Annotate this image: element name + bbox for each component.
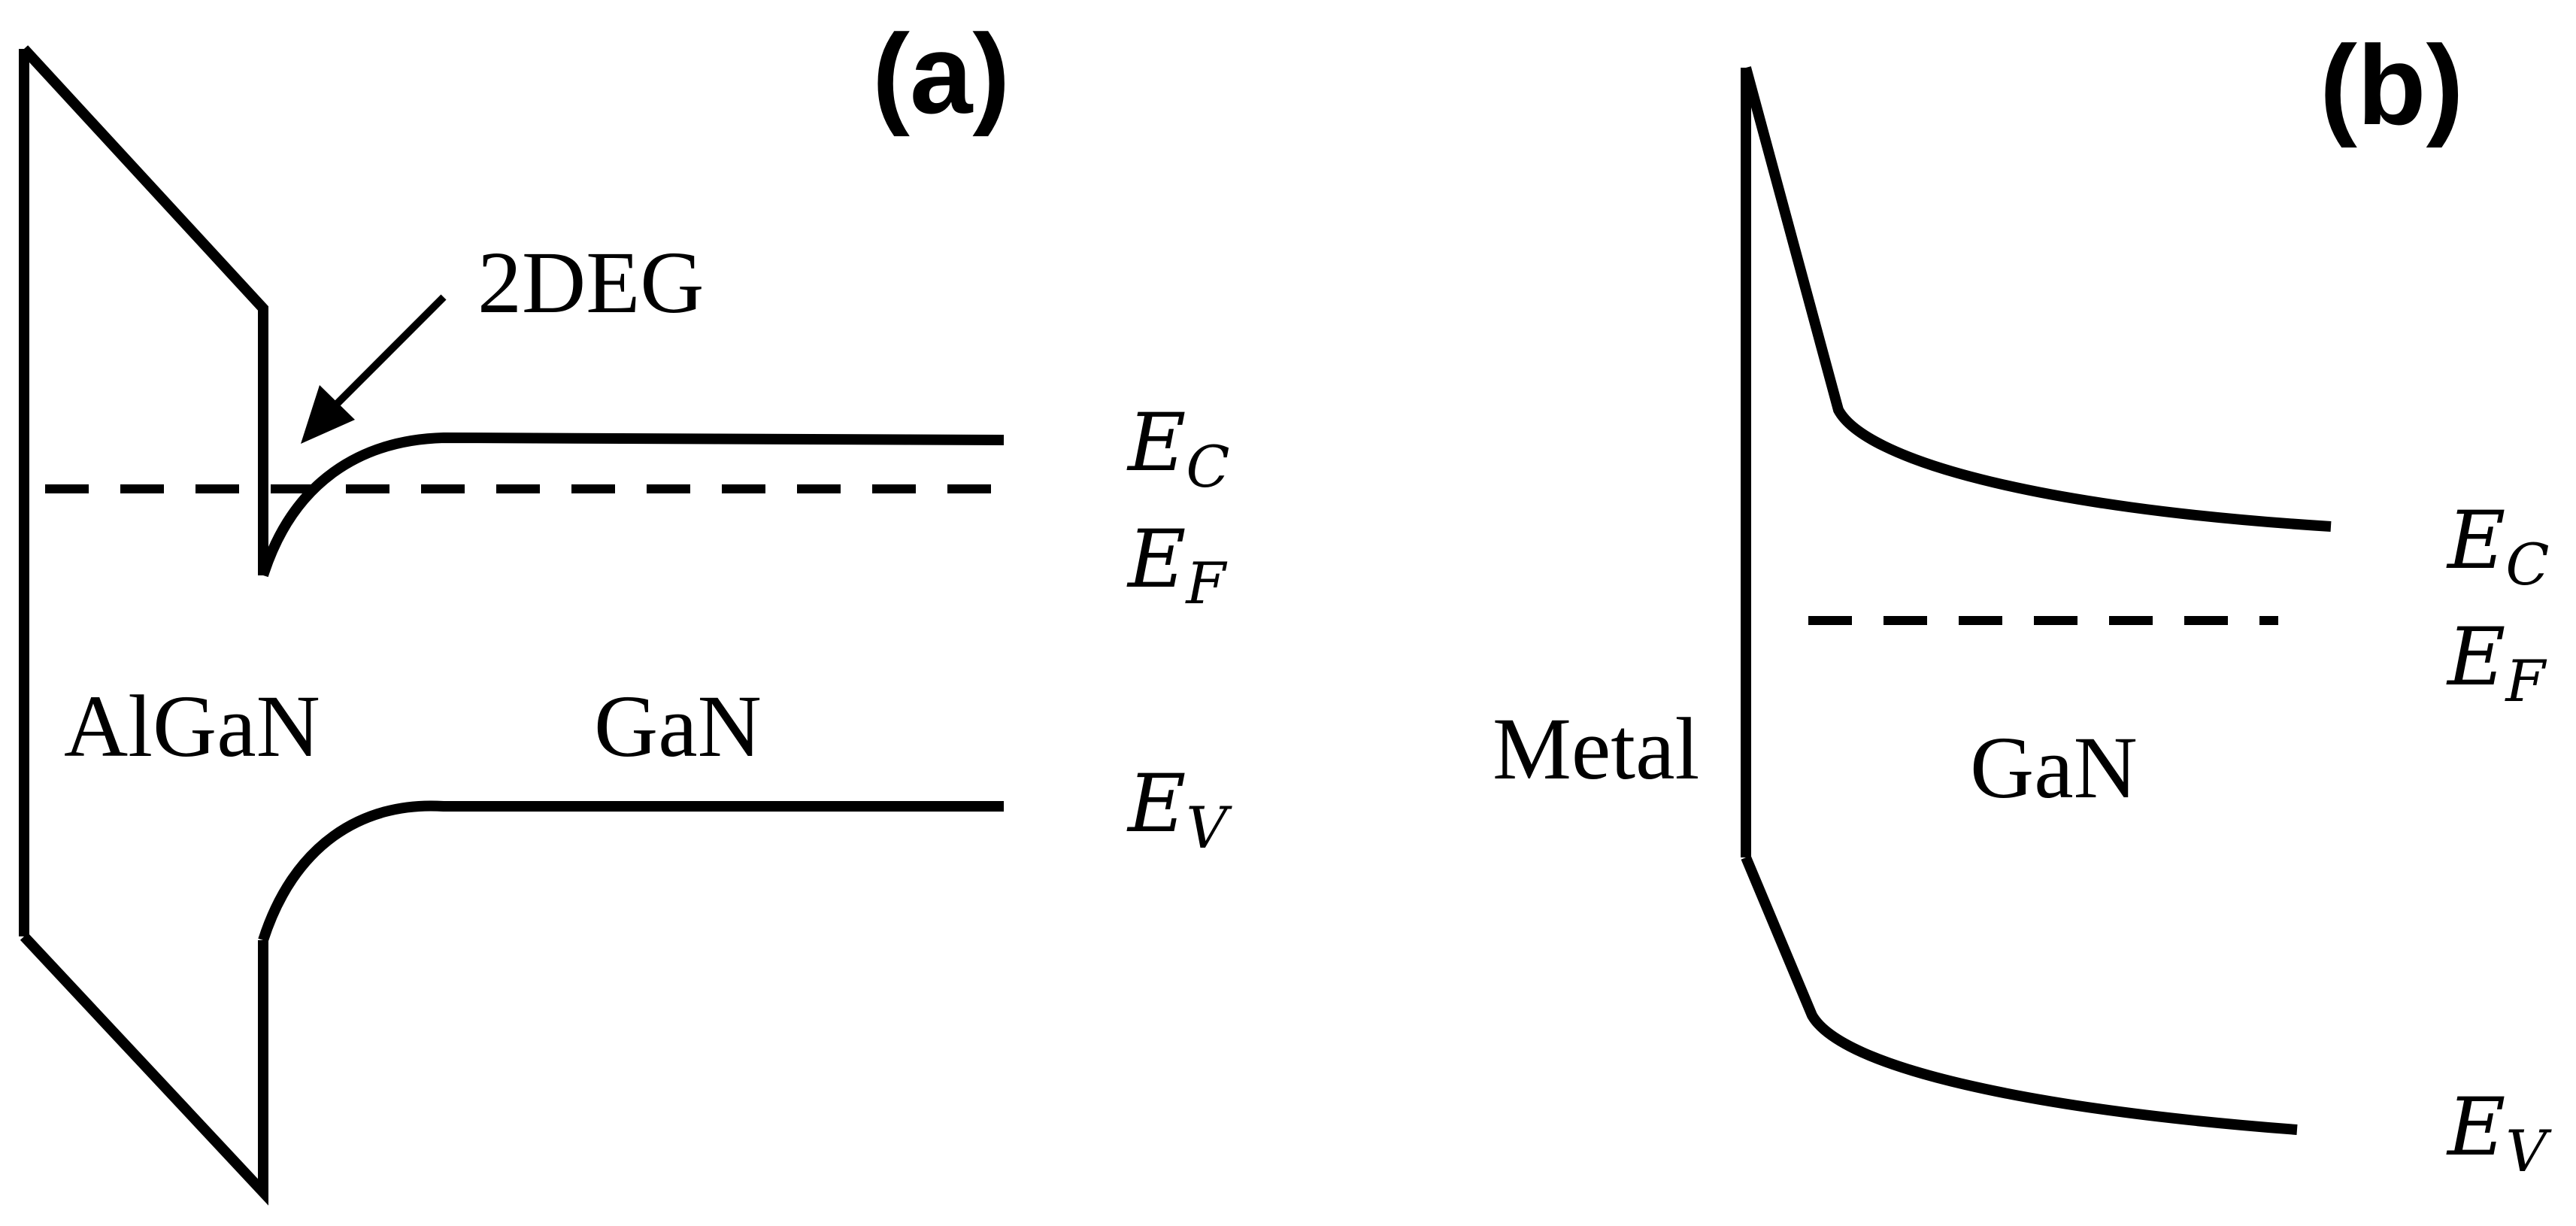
label-ec-a: EC <box>1126 396 1230 500</box>
label-ef-a: EF <box>1126 513 1227 617</box>
panel-a: (a) 2DEG AlGaN GaN EC EF EV <box>19 11 1232 1206</box>
panel-a-label: (a) <box>872 11 1010 137</box>
panel-b: (b) Metal GaN EC EF EV <box>1493 22 2552 1185</box>
label-ec-b: EC <box>2446 494 2550 598</box>
gan-conduction-band-a <box>258 432 1005 578</box>
gan-conduction-band-b <box>1741 66 2332 532</box>
label-gan-a: GaN <box>594 677 762 775</box>
label-ef-b: EF <box>2446 611 2547 715</box>
gan-valence-band-a <box>258 800 1004 942</box>
label-2deg: 2DEG <box>477 233 705 332</box>
arrow-2deg-head <box>301 385 355 444</box>
gan-valence-band-b <box>1741 855 2298 1135</box>
panel-b-label: (b) <box>2320 22 2464 148</box>
label-gan-b: GaN <box>1970 718 2138 817</box>
label-ev-b: EV <box>2446 1081 2552 1185</box>
algan-valence-edge <box>20 933 268 1206</box>
arrow-2deg-shaft <box>332 294 447 409</box>
label-metal: Metal <box>1493 699 1699 798</box>
label-ev-a: EV <box>1126 757 1232 861</box>
algan-conduction-edge <box>20 45 268 575</box>
label-algan: AlGaN <box>64 677 320 775</box>
